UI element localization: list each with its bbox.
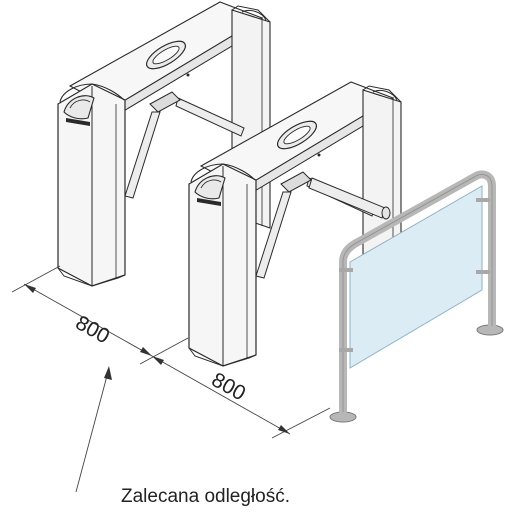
dimension-lines <box>11 265 331 493</box>
glass-panel <box>349 185 483 369</box>
dimension-label-2: 800 <box>208 368 250 405</box>
turnstile-2 <box>188 81 402 367</box>
dimension-line-1 <box>23 283 153 357</box>
dimension-line-2 <box>151 355 291 435</box>
arm-extended <box>308 177 386 219</box>
dimension-label-1: 800 <box>72 311 114 348</box>
recommended-distance-note: Zalecana odległość. <box>121 486 290 507</box>
glass-gate <box>329 170 504 423</box>
dimension-arrows <box>24 284 290 434</box>
leader-line <box>75 371 109 493</box>
